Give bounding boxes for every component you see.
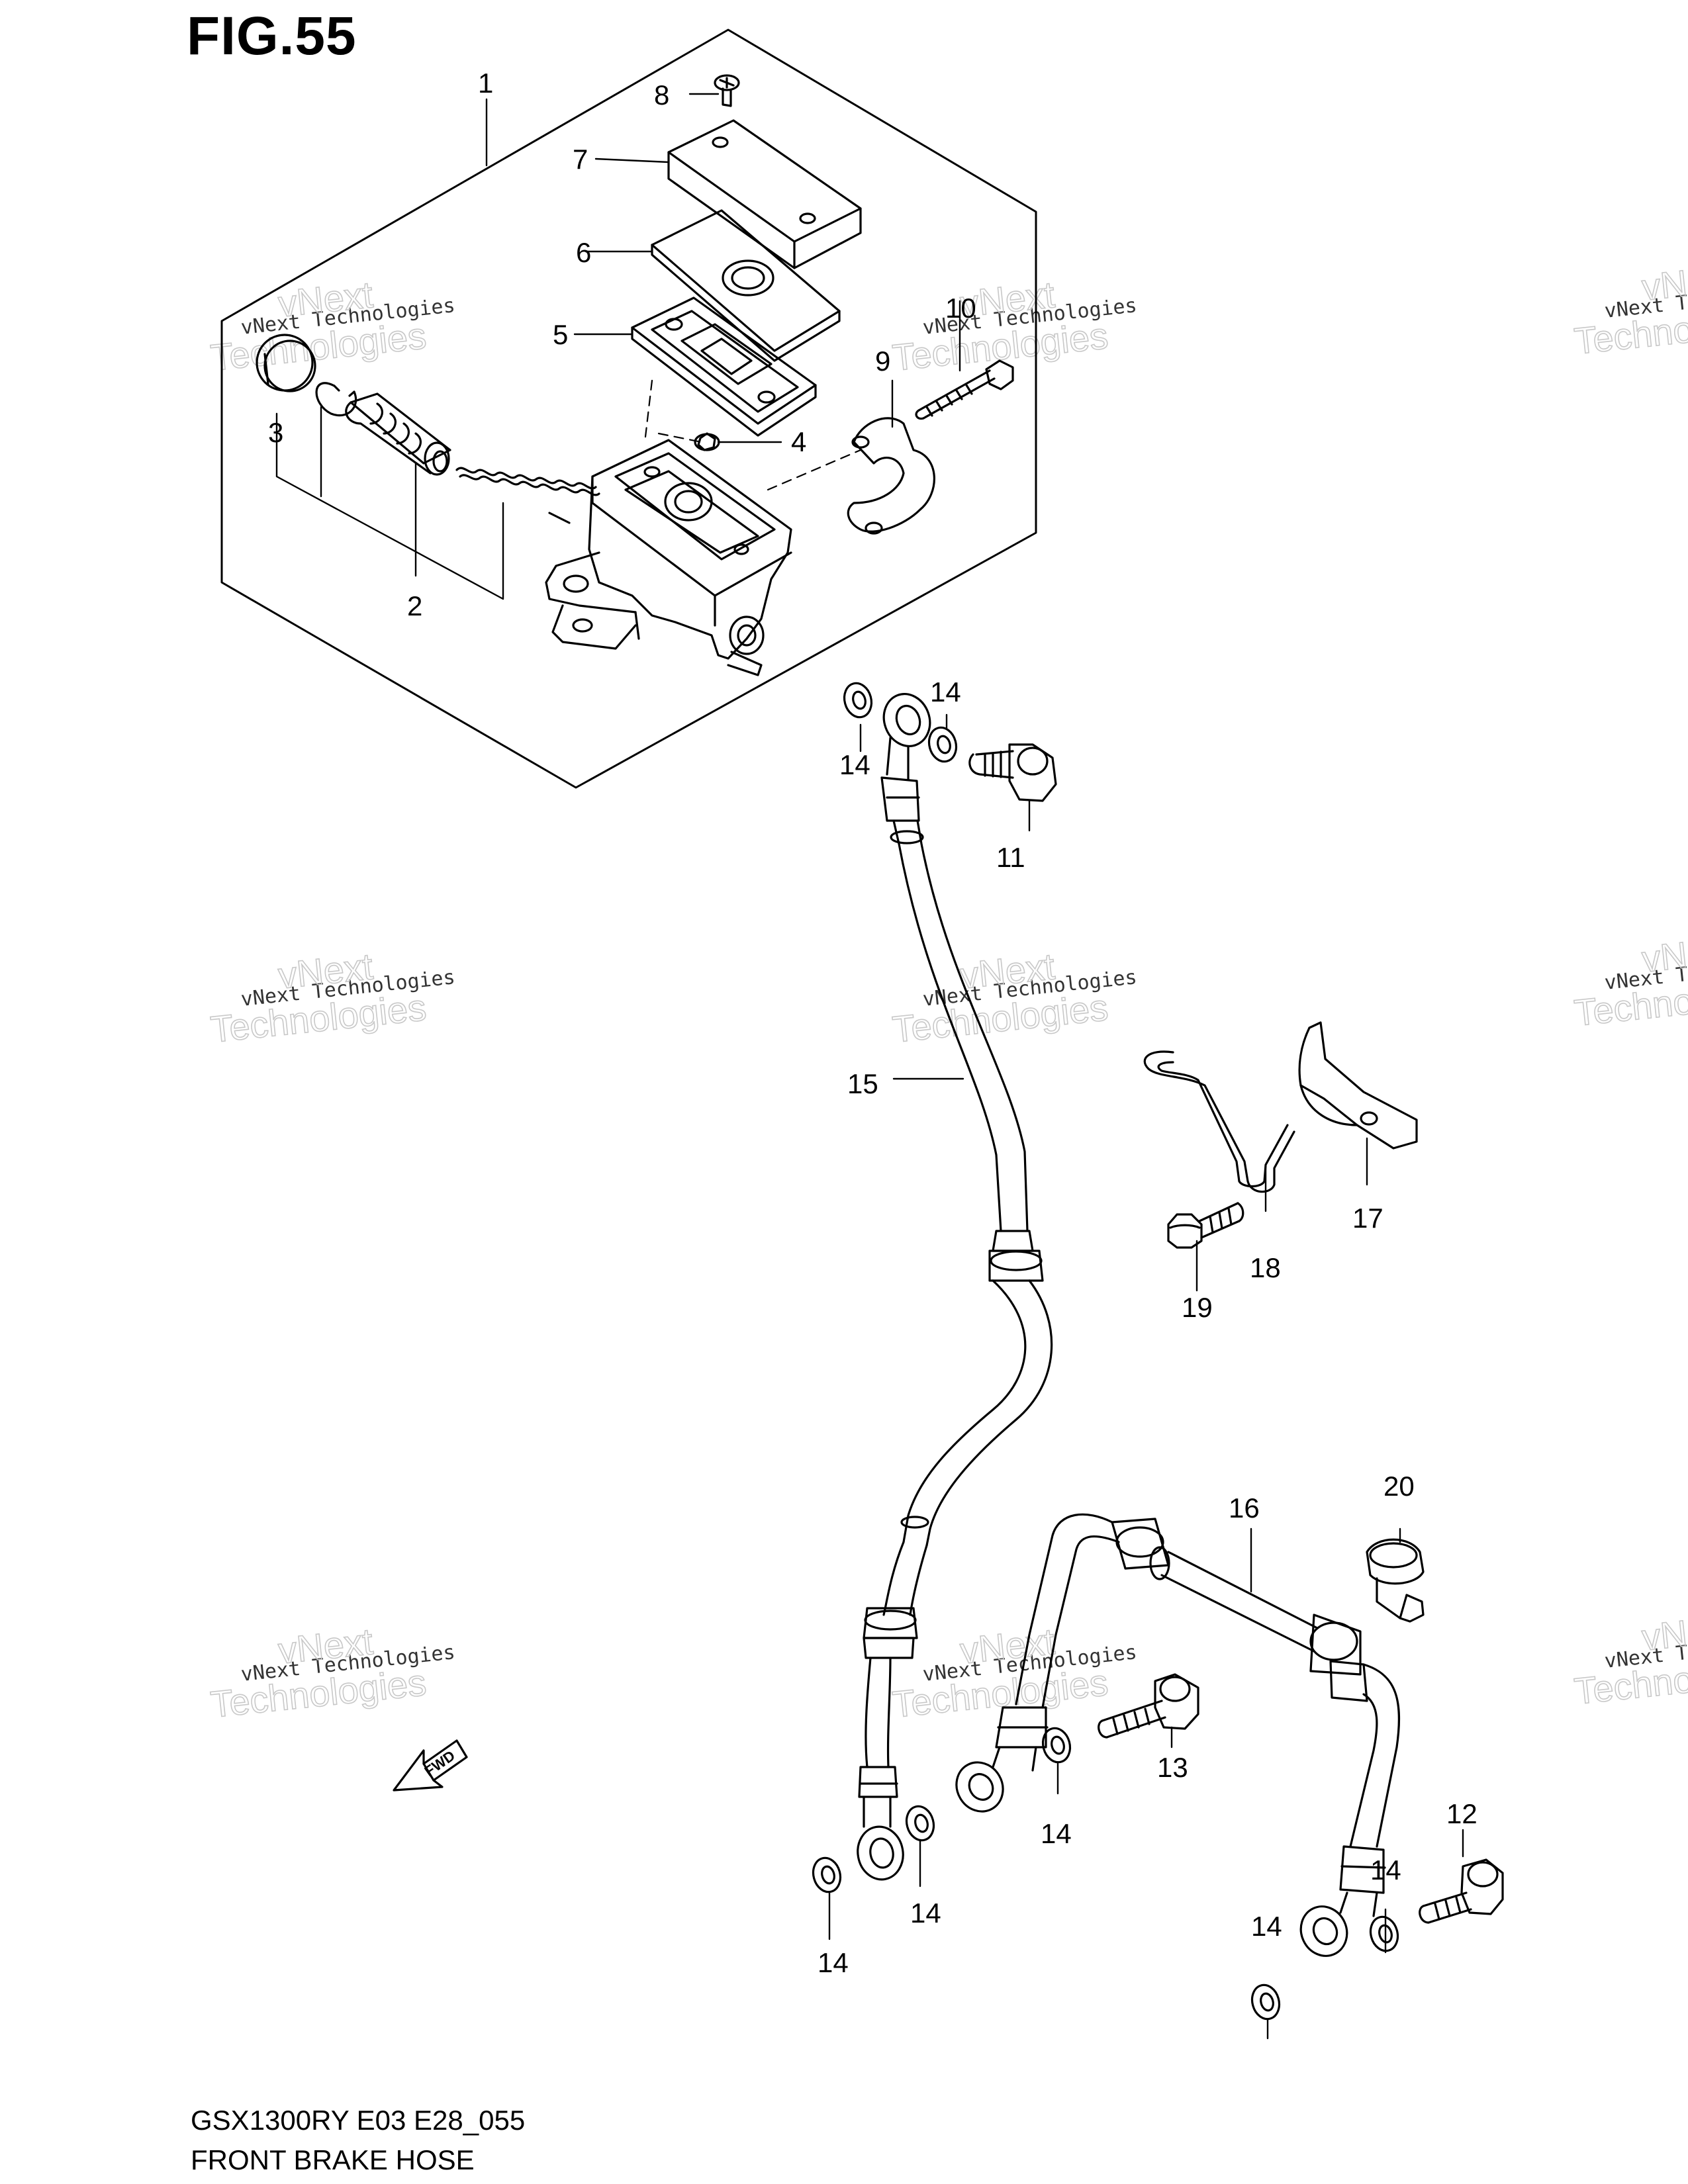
- callout-14: 14: [930, 676, 961, 707]
- assembly-boundary: [220, 28, 1037, 789]
- callout-9: 9: [875, 345, 890, 377]
- callout-labels: 1 2 3 4 5 6 7 8 9 10 11 12 13 14 14 14 1…: [268, 68, 1477, 1978]
- part-3-dust-boot: [256, 334, 316, 392]
- part-16-secondary-brake-hose: [955, 1513, 1401, 1957]
- callout-6: 6: [576, 237, 591, 268]
- callout-14: 14: [818, 1947, 849, 1978]
- alignment-line: [644, 379, 653, 438]
- master-cylinder-body: [545, 439, 792, 676]
- washer-14-bottom-a: [812, 1856, 842, 1893]
- callout-7: 7: [573, 144, 588, 175]
- watermark-outline: vNext: [1640, 929, 1688, 980]
- part-18-hose-guide: [1143, 1050, 1295, 1193]
- part-2-piston: [345, 392, 451, 476]
- part-17-hose-bracket: [1298, 1021, 1418, 1150]
- part-10-clamp-bolt: [915, 359, 1014, 420]
- callout-leaders: [485, 93, 1464, 2040]
- callout-20: 20: [1383, 1471, 1415, 1502]
- callout-11: 11: [996, 842, 1025, 873]
- washer-14-top-left: [843, 682, 873, 719]
- washer-14-bottom-d: [1250, 1983, 1281, 2021]
- callout-10: 10: [945, 293, 976, 324]
- part-13-union-bolt: [1098, 1673, 1199, 1739]
- watermark-9: vNext Technologies vNext Technologies: [1571, 1606, 1688, 1712]
- watermark-5: vNext Technologies vNext Technologies: [890, 944, 1138, 1050]
- circlip: [315, 382, 357, 417]
- watermark-6: vNext Technologies vNext Technologies: [1571, 928, 1688, 1034]
- part-19-bolt: [1167, 1202, 1244, 1249]
- watermark-2: vNext Technologies vNext Technologies: [890, 273, 1138, 379]
- callout-1: 1: [478, 68, 493, 99]
- part-12-union-bolt: [1419, 1858, 1504, 1924]
- watermark-outline: vNext: [1640, 257, 1688, 308]
- callout-19: 19: [1182, 1292, 1213, 1323]
- callout-3: 3: [268, 417, 283, 448]
- callout-15: 15: [847, 1068, 878, 1099]
- part-8-screw: [714, 74, 740, 107]
- watermark-7: vNext Technologies vNext Technologies: [208, 1619, 456, 1725]
- figure-title: FIG.55: [187, 6, 357, 66]
- callout-8: 8: [654, 79, 669, 111]
- washer-14-bottom-b: [905, 1805, 935, 1842]
- leader-bracket: [275, 412, 504, 600]
- part-7-reservoir-cap: [667, 119, 862, 269]
- callout-5: 5: [553, 319, 568, 350]
- callout-14: 14: [1370, 1854, 1401, 1886]
- callout-14: 14: [839, 749, 870, 780]
- callout-18: 18: [1250, 1252, 1281, 1283]
- watermark-1: vNext Technologies vNext Technologies: [208, 273, 456, 379]
- part-20-hose-clip: [1366, 1538, 1425, 1623]
- washer-14-bottom-c: [1041, 1727, 1072, 1764]
- callout-17: 17: [1352, 1203, 1383, 1234]
- part-5-diaphragm: [631, 296, 817, 437]
- callout-14: 14: [1041, 1818, 1072, 1849]
- fwd-direction-arrow: [393, 1739, 468, 1792]
- watermark-outline: vNext: [1640, 1607, 1688, 1659]
- part-11-union-bolt: [968, 743, 1057, 802]
- watermark-3: vNext Technologies vNext Technologies: [1571, 256, 1688, 362]
- return-spring: [455, 467, 600, 524]
- callout-2: 2: [407, 590, 422, 621]
- callout-16: 16: [1229, 1492, 1260, 1524]
- part-15-main-brake-hose: [857, 693, 1053, 1881]
- alignment-line: [657, 432, 703, 443]
- figure-caption: FRONT BRAKE HOSE: [191, 2144, 475, 2175]
- callout-4: 4: [791, 426, 806, 457]
- callout-14: 14: [910, 1897, 941, 1929]
- washer-14-top-right: [927, 726, 958, 763]
- part-9-clamp: [847, 417, 935, 535]
- callout-13: 13: [1157, 1752, 1188, 1783]
- model-code: GSX1300RY E03 E28_055: [191, 2105, 526, 2136]
- alignment-line: [767, 449, 862, 491]
- callout-14: 14: [1251, 1911, 1282, 1942]
- watermark-4: vNext Technologies vNext Technologies: [208, 944, 456, 1050]
- callout-12: 12: [1446, 1798, 1477, 1829]
- washer-14-bottom-e: [1369, 1915, 1399, 1952]
